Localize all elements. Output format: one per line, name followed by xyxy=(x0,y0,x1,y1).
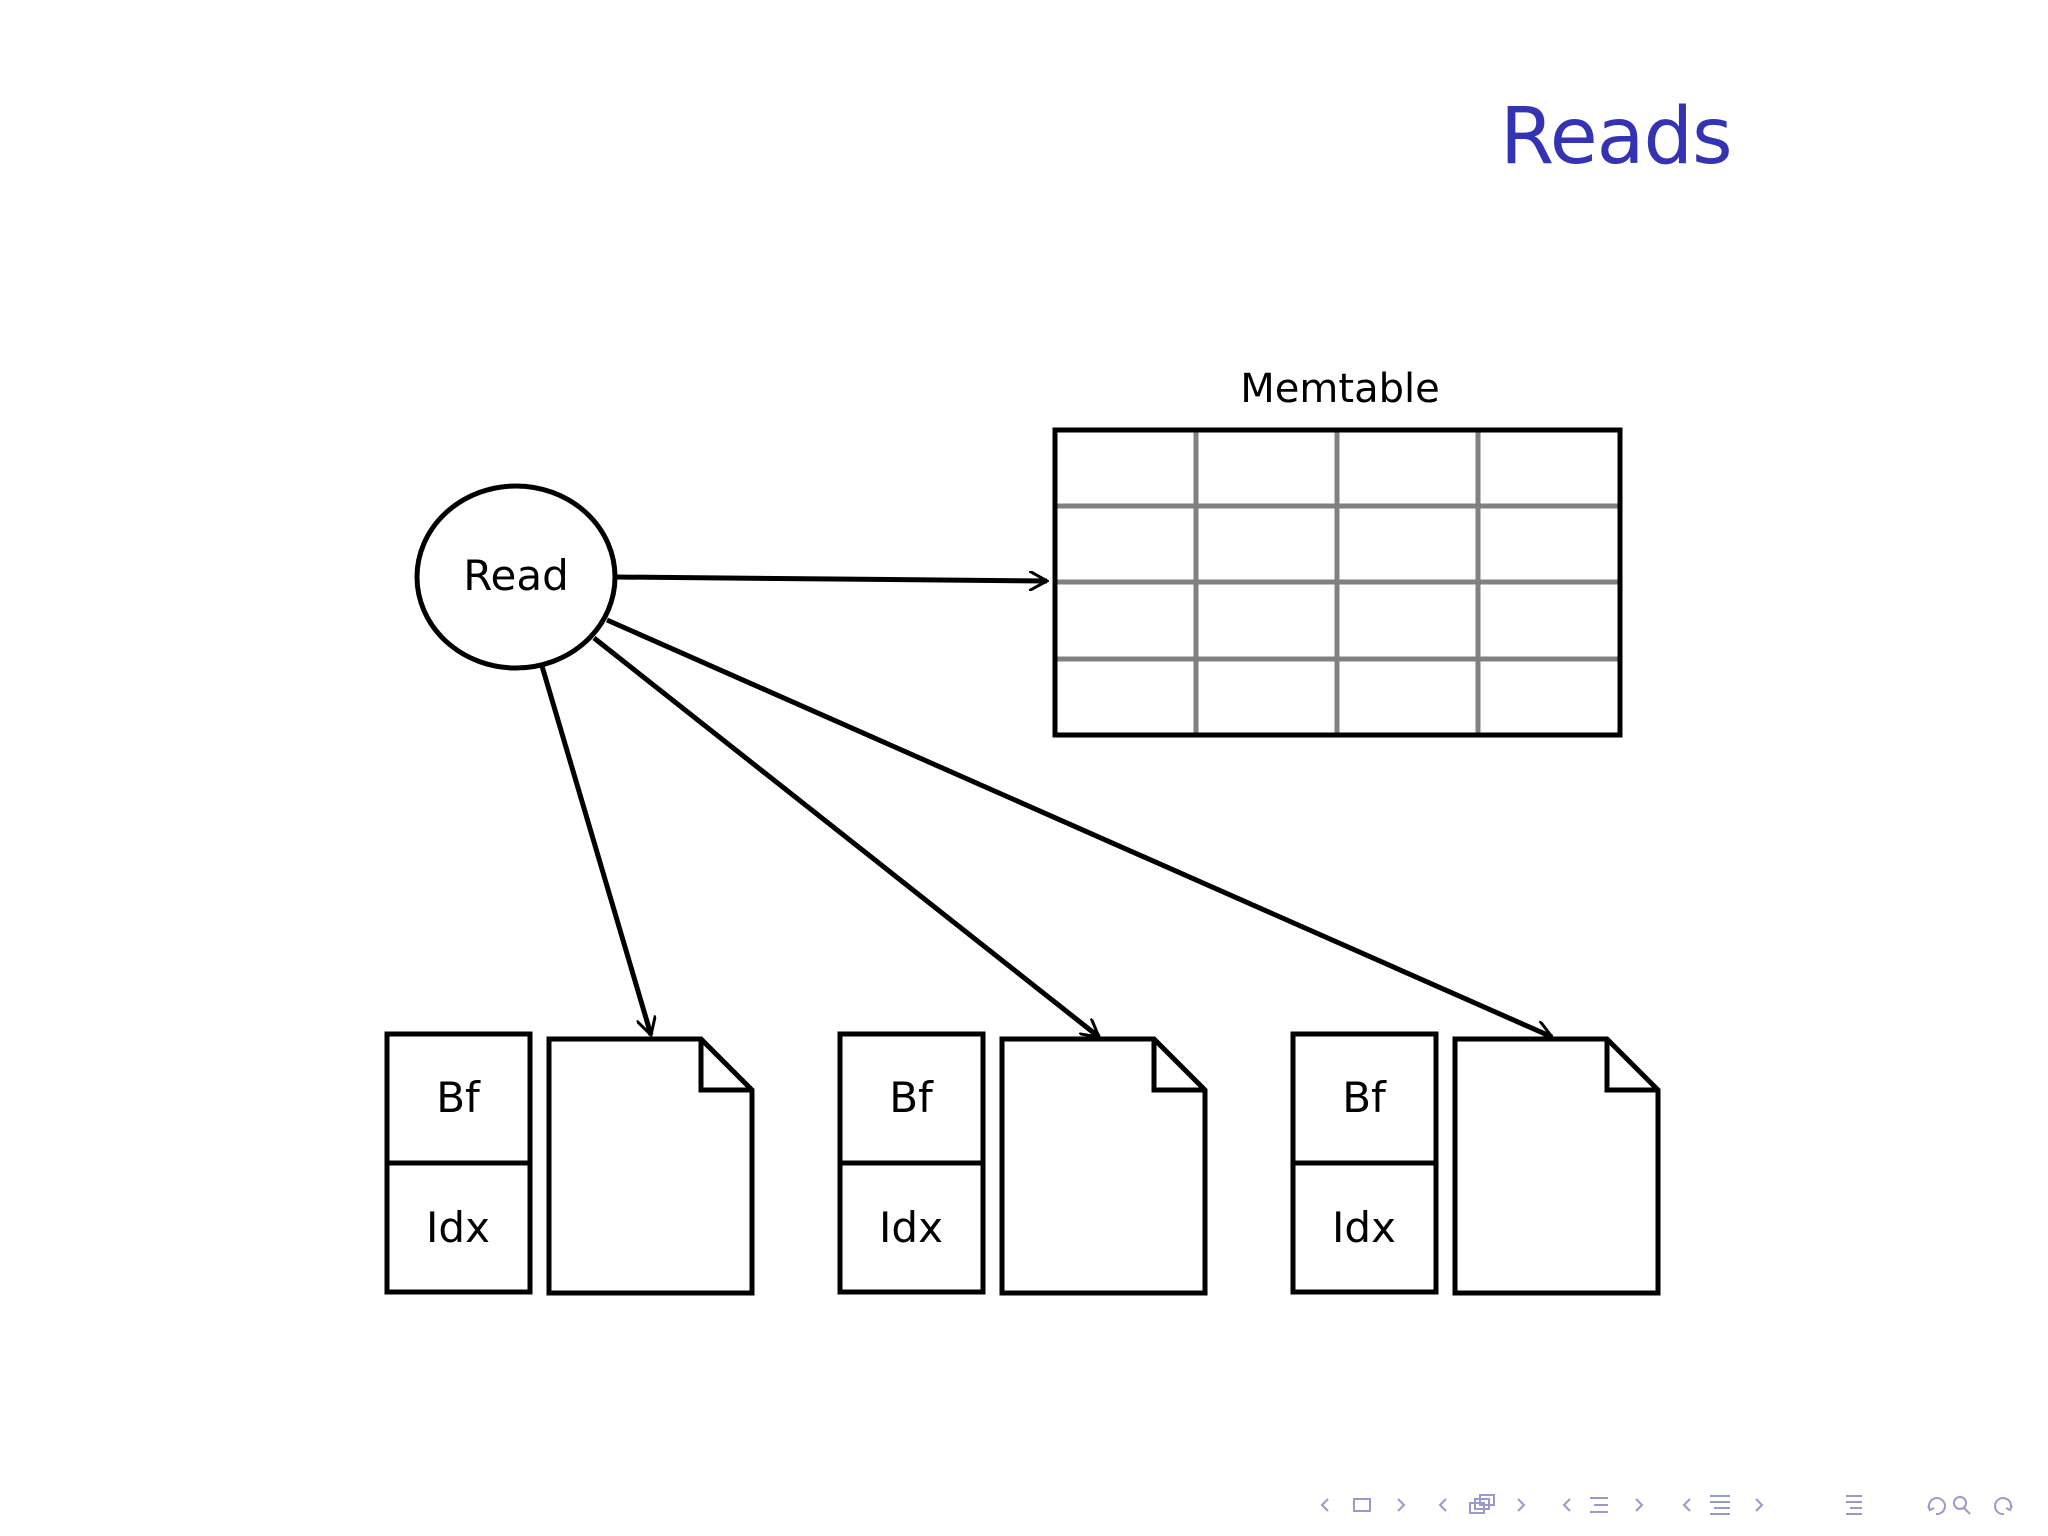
data-file-icon xyxy=(546,1036,755,1296)
index-box xyxy=(1290,1160,1439,1295)
nav-section-icon[interactable] xyxy=(1682,1495,1764,1515)
read-node-label: Read xyxy=(463,551,569,600)
arrow-read-to-sstable-2 xyxy=(592,636,1099,1039)
index-box xyxy=(837,1160,986,1295)
navigation-bar xyxy=(1320,1494,2013,1516)
data-file-icon xyxy=(1452,1036,1661,1296)
sstable-group-2: Bf Idx xyxy=(837,1031,1208,1296)
bloom-filter-label: Bf xyxy=(436,1073,481,1122)
index-box xyxy=(384,1160,533,1295)
memtable-label: Memtable xyxy=(1240,366,1439,412)
read-node: Read xyxy=(414,483,618,671)
bloom-filter-label: Bf xyxy=(1342,1073,1387,1122)
nav-frame-icon[interactable] xyxy=(1438,1494,1526,1514)
nav-slide-first-icon[interactable] xyxy=(1320,1498,1406,1512)
slide-title: Reads xyxy=(1500,92,1733,182)
nav-document-icon[interactable] xyxy=(1846,1495,1862,1515)
data-file-icon xyxy=(999,1036,1208,1296)
bloom-filter-label: Bf xyxy=(889,1073,934,1122)
nav-search-icon[interactable] xyxy=(1927,1496,2013,1516)
sstable-group-1: Bf Idx xyxy=(384,1031,755,1296)
sstable-group-3: Bf Idx xyxy=(1290,1031,1661,1296)
index-label: Idx xyxy=(426,1203,490,1252)
nav-subsection-icon[interactable] xyxy=(1562,1497,1644,1513)
index-label: Idx xyxy=(1332,1203,1396,1252)
index-label: Idx xyxy=(879,1203,943,1252)
arrow-read-to-sstable-1 xyxy=(539,665,651,1035)
arrow-read-to-sstable-3 xyxy=(605,617,1552,1037)
arrow-read-to-memtable xyxy=(614,577,1047,581)
memtable-grid xyxy=(1052,427,1623,738)
